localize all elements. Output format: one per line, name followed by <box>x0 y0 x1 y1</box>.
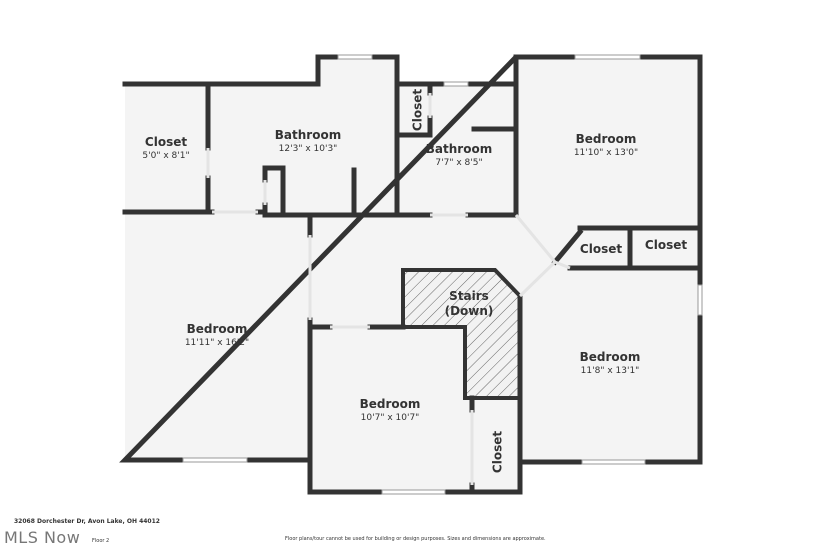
room-dims: 12'3" x 10'3" <box>279 144 338 154</box>
mls-now-logo: MLS Now <box>4 528 81 547</box>
room-dims: 5'0" x 8'1" <box>142 151 189 161</box>
address: 32068 Dorchester Dr, Avon Lake, OH 44012 <box>14 518 160 525</box>
room-dims: 10'7" x 10'7" <box>361 413 420 423</box>
room-dims: 11'10" x 13'0" <box>574 148 638 158</box>
room-name: Closet <box>645 238 687 252</box>
room-name: Bedroom <box>187 322 248 336</box>
room-name: Bathroom <box>426 142 492 156</box>
room-dims: 11'8" x 13'1" <box>581 366 640 376</box>
room-name: Bathroom <box>275 128 341 142</box>
windows <box>182 54 703 495</box>
room-name: Stairs <box>449 289 489 303</box>
floor-badge: Floor 2 <box>92 538 110 544</box>
room-name: Bedroom <box>580 350 641 364</box>
room-name: Closet <box>145 135 187 149</box>
room-name: (Down) <box>445 304 494 318</box>
room-name: Bedroom <box>576 132 637 146</box>
disclaimer: Floor plans/tour cannot be used for buil… <box>285 536 546 542</box>
room-dims: 7'7" x 8'5" <box>435 158 482 168</box>
room-name: Closet <box>580 242 622 256</box>
room-name: Closet <box>411 89 425 131</box>
doors <box>206 93 571 485</box>
stairs <box>401 268 522 400</box>
room-name: Bedroom <box>360 397 421 411</box>
room-name: Closet <box>491 431 505 473</box>
room-dims: 11'11" x 16'2" <box>185 338 249 348</box>
